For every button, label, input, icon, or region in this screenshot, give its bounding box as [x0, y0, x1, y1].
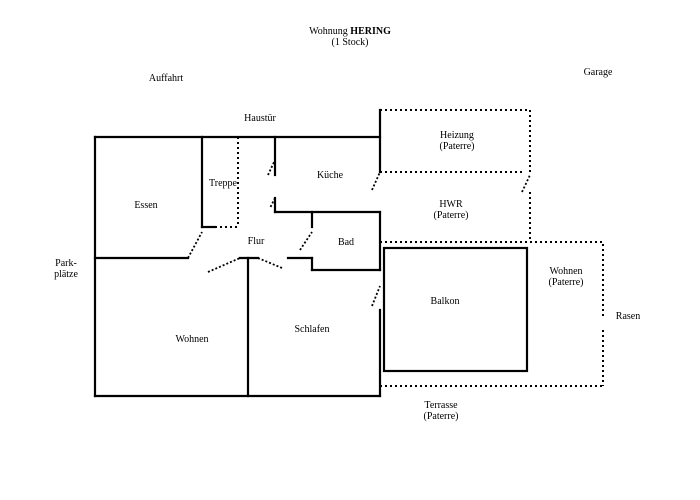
solid-walls — [93, 108, 529, 398]
door-kueche-lower — [269, 197, 276, 209]
door-flur-right — [257, 257, 283, 269]
door-flur-left — [207, 257, 241, 273]
room-heizung-paterre: Heizung (Paterre) — [439, 130, 475, 152]
door-balkon — [371, 285, 381, 307]
room-terrasse-paterre: Terrasse (Paterre) — [423, 400, 459, 422]
label-auffahrt: Auffahrt — [148, 73, 184, 84]
title-name: HERING — [350, 26, 391, 37]
door-bad — [299, 231, 313, 251]
title-floor: (1 Stock) — [331, 37, 369, 48]
room-treppe: Treppe — [209, 178, 237, 189]
door-swings — [187, 159, 531, 307]
dotted-outlines — [215, 109, 604, 387]
room-schlafen: Schlafen — [294, 324, 330, 335]
room-wohnen-paterre: Wohnen (Paterre) — [548, 266, 584, 288]
room-wohnen: Wohnen — [175, 334, 209, 345]
door-heizung — [371, 171, 381, 191]
label-rasen: Rasen — [615, 311, 641, 322]
door-hwr — [521, 174, 531, 193]
title-prefix: Wohnung — [309, 26, 348, 37]
label-garage: Garage — [583, 67, 613, 78]
plan-title: Wohnung HERING (1 Stock) — [309, 26, 391, 48]
room-balkon: Balkon — [430, 296, 460, 307]
room-essen: Essen — [134, 200, 158, 211]
label-haustuer: Haustür — [244, 113, 276, 124]
door-kueche — [267, 159, 276, 176]
label-parkplaetze: Park- plätze — [54, 258, 78, 280]
room-hwr-paterre: HWR (Paterre) — [433, 199, 469, 221]
heizung-outline — [380, 109, 531, 175]
balkon-outline — [382, 246, 529, 373]
door-essen — [187, 231, 203, 259]
room-kueche: Küche — [316, 170, 344, 181]
room-flur: Flur — [247, 236, 265, 247]
room-bad: Bad — [337, 237, 355, 248]
